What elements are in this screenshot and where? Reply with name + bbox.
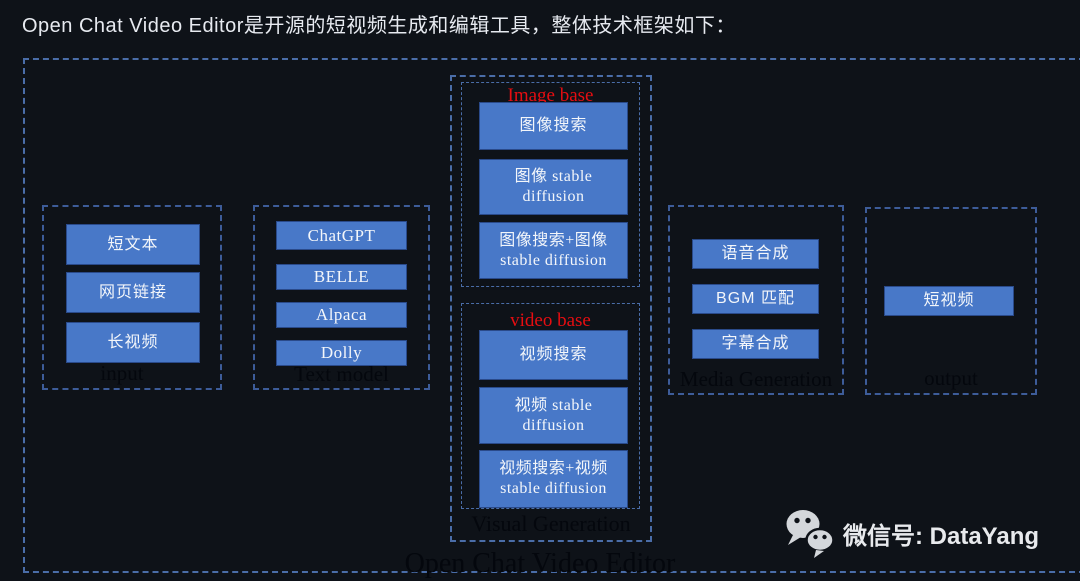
box-short-text: 短文本	[66, 224, 200, 265]
box-bgm-match: BGM 匹配	[692, 284, 819, 314]
box-long-video: 长视频	[66, 322, 200, 363]
box-chatgpt: ChatGPT	[276, 221, 407, 250]
box-web-link: 网页链接	[66, 272, 200, 313]
box-short-video: 短视频	[884, 286, 1014, 316]
box-video-search: 视频搜索	[479, 330, 628, 380]
group-media-generation: 语音合成 BGM 匹配 字幕合成 Media Generation	[668, 205, 844, 395]
group-text-model-label: Text model	[294, 362, 389, 386]
group-output-label: output	[924, 366, 978, 390]
box-image-search: 图像搜索	[479, 102, 628, 150]
box-belle: BELLE	[276, 264, 407, 290]
subgroup-image-base: Image base 图像搜索 图像 stable diffusion 图像搜索…	[461, 82, 640, 287]
box-video-stable-diffusion: 视频 stable diffusion	[479, 387, 628, 444]
wechat-icon	[786, 510, 835, 558]
box-image-search-plus-sd: 图像搜索+图像 stable diffusion	[479, 222, 628, 279]
group-media-generation-label: Media Generation	[679, 367, 833, 391]
box-video-search-plus-sd: 视频搜索+视频 stable diffusion	[479, 450, 628, 508]
box-alpaca: Alpaca	[276, 302, 407, 328]
framework-container: 短文本 网页链接 长视频 input ChatGPT BELLE Alpaca …	[23, 58, 1080, 573]
wechat-id-label: 微信号: DataYang	[843, 523, 1040, 550]
group-visual-generation-label: Visual Generation	[471, 511, 631, 536]
box-speech-synthesis: 语音合成	[692, 239, 819, 269]
subgroup-image-base-label: Image base	[507, 85, 594, 106]
page-title: Open Chat Video Editor是开源的短视频生成和编辑工具，整体技…	[22, 15, 736, 37]
group-visual-generation: Image base 图像搜索 图像 stable diffusion 图像搜索…	[450, 75, 652, 542]
group-output: 短视频 output	[865, 207, 1037, 395]
group-input-label: input	[100, 361, 144, 385]
box-subtitle-synthesis: 字幕合成	[692, 329, 819, 359]
subgroup-video-base-label: video base	[510, 310, 591, 331]
group-input: 短文本 网页链接 长视频 input	[42, 205, 222, 390]
wechat-footer: 微信号: DataYang	[783, 508, 1039, 560]
box-dolly: Dolly	[276, 340, 407, 366]
box-image-stable-diffusion: 图像 stable diffusion	[479, 159, 628, 215]
group-text-model: ChatGPT BELLE Alpaca Dolly Text model	[253, 205, 430, 390]
subgroup-video-base: video base 视频搜索 视频 stable diffusion 视频搜索…	[461, 303, 640, 509]
diagram-title: Open Chat Video Editor	[404, 548, 676, 579]
